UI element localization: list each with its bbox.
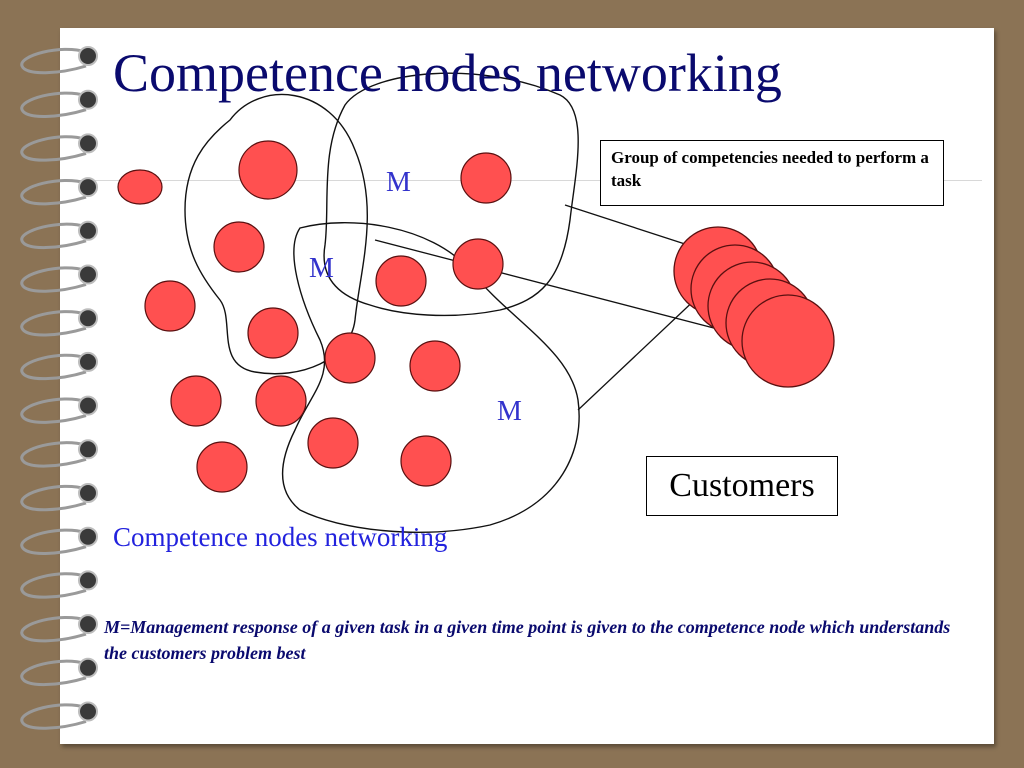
binding-ring — [20, 46, 98, 75]
competence-node — [196, 441, 248, 493]
binding-ring — [20, 220, 98, 250]
customer-nodes — [673, 226, 835, 388]
competence-node — [307, 417, 359, 469]
binding-ring — [20, 264, 98, 293]
competence-node — [213, 221, 265, 273]
group-outline-top — [323, 72, 579, 317]
competence-node — [375, 255, 427, 307]
competence-node — [117, 169, 163, 205]
customer-node — [741, 294, 835, 388]
group-of-competencies-box: Group of competencies needed to perform … — [600, 140, 944, 206]
competence-node — [460, 152, 512, 204]
binding-ring — [20, 177, 98, 206]
diagram-caption: Competence nodes networking — [113, 522, 448, 552]
competence-node — [238, 140, 298, 200]
binding-ring — [20, 526, 98, 555]
binding-ring — [20, 483, 98, 512]
management-label: M — [497, 396, 522, 427]
binding-ring — [20, 395, 98, 424]
competence-node — [144, 280, 196, 332]
competence-node — [409, 340, 461, 392]
page-title: Competence nodes networking — [113, 43, 782, 103]
competence-node — [255, 375, 307, 427]
binding-ring — [20, 439, 98, 468]
connector-line — [374, 239, 761, 341]
binding-ring — [20, 351, 98, 381]
management-label: M — [309, 253, 334, 284]
spiral-binding — [20, 46, 98, 730]
binding-ring — [20, 308, 98, 337]
page-rule-line — [60, 180, 982, 181]
binding-ring — [20, 133, 98, 162]
connector-line — [564, 204, 689, 246]
binding-ring — [20, 89, 98, 118]
competence-nodes — [117, 140, 512, 493]
customers-box: Customers — [646, 456, 838, 516]
competence-node — [452, 238, 504, 290]
management-note: M=Management response of a given task in… — [104, 617, 951, 664]
competence-node — [324, 332, 376, 384]
competence-node — [247, 307, 299, 359]
competence-node — [170, 375, 222, 427]
binding-ring — [20, 701, 98, 730]
management-label: M — [386, 167, 411, 198]
group-outline-left — [184, 93, 368, 375]
binding-ring — [20, 657, 98, 687]
binding-ring — [20, 570, 98, 599]
binding-ring — [20, 614, 98, 643]
competence-node — [400, 435, 452, 487]
connector-line — [577, 294, 701, 411]
